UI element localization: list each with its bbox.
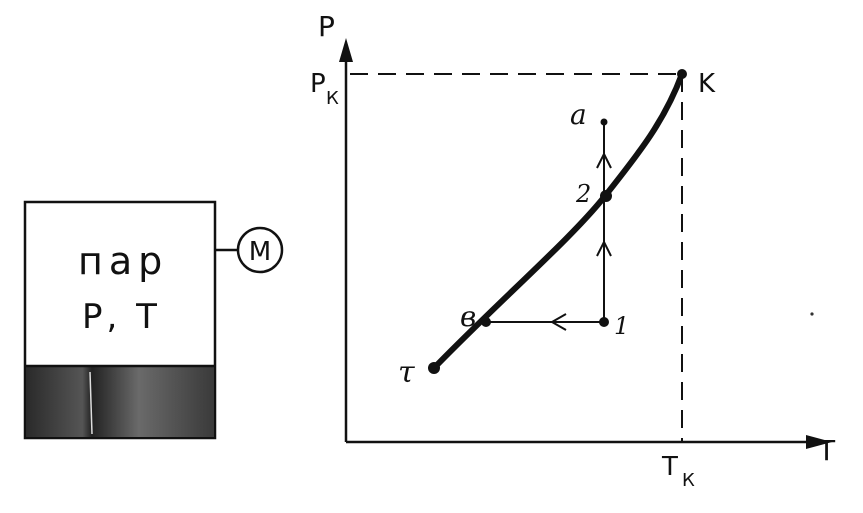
critical-temperature-subscript: К (682, 470, 695, 491)
y-axis-arrow-icon (339, 38, 353, 62)
process-1-to-a (596, 122, 612, 322)
label-critical: K (698, 69, 716, 99)
point-labels: K τ a 2 в 1 (398, 69, 716, 390)
isobar-arrow-icon (549, 313, 567, 331)
vessel: M пар P, T (23, 200, 284, 440)
substance-label: пар (78, 239, 168, 283)
point-2 (600, 190, 612, 202)
label-1: 1 (614, 312, 629, 340)
liquid-layer (26, 366, 214, 437)
x-axis-arrow-icon (806, 435, 832, 449)
critical-temperature-label: T (661, 452, 678, 482)
manometer-icon (236, 226, 284, 274)
isotherm-arrow-upper-icon (596, 151, 612, 169)
point-1 (599, 317, 609, 327)
vessel-outline (23, 200, 217, 440)
point-a (600, 118, 608, 126)
stray-mark (810, 312, 814, 316)
saturation-curve (431, 71, 685, 371)
label-2: 2 (575, 180, 591, 208)
points (428, 69, 687, 374)
point-critical (677, 69, 687, 79)
critical-guides: P К T К (310, 69, 695, 491)
x-axis-label: T (817, 434, 836, 467)
point-triple (428, 362, 440, 374)
state-label: P, T (82, 297, 161, 337)
y-axis-label: P (318, 10, 335, 43)
label-b: в (460, 300, 476, 333)
isotherm-arrow-lower-icon (596, 239, 612, 257)
critical-pressure-subscript: К (326, 88, 339, 109)
process-1-to-b (486, 313, 604, 331)
axes: P T (318, 10, 836, 467)
point-b (481, 317, 491, 327)
critical-pressure-label: P (310, 69, 326, 99)
label-triple: τ (398, 355, 415, 390)
gauge-label: M (249, 237, 271, 267)
label-a: a (570, 98, 587, 131)
liquid-highlight (89, 371, 93, 435)
